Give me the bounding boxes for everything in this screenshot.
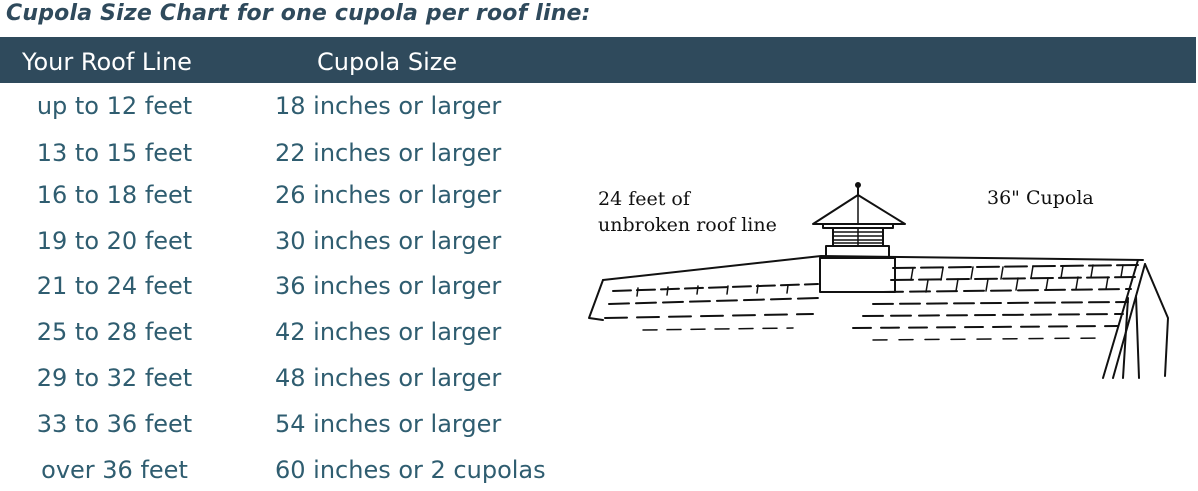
roof-line-cell: 19 to 20 feet <box>36 227 193 255</box>
table-row: 16 to 18 feet 26 inches or larger <box>0 175 580 215</box>
table-row: 19 to 20 feet 30 inches or larger <box>0 221 580 261</box>
cupola-size-cell: 26 inches or larger <box>275 181 502 209</box>
roof-line-cell: 33 to 36 feet <box>36 410 193 438</box>
table-row: 25 to 28 feet 42 inches or larger <box>0 312 580 352</box>
table-row: 21 to 24 feet 36 inches or larger <box>0 266 580 306</box>
cupola-size-cell: 60 inches or 2 cupolas <box>275 456 546 484</box>
header-cupola-size: Cupola Size <box>317 48 458 76</box>
roof-drawing <box>588 182 1169 379</box>
table-row: 33 to 36 feet 54 inches or larger <box>0 404 580 444</box>
cupola-size-cell: 18 inches or larger <box>275 92 502 120</box>
roof-line-cell: over 36 feet <box>41 456 188 484</box>
roof-line-cell: 21 to 24 feet <box>36 272 193 300</box>
roof-line-cell: 16 to 18 feet <box>36 181 193 209</box>
roof-line-cell: 13 to 15 feet <box>36 139 193 167</box>
roof-line-label: 24 feet of unbroken roof line <box>598 188 777 236</box>
roof-line-cell: 25 to 28 feet <box>36 318 193 346</box>
cupola-size-cell: 48 inches or larger <box>275 364 502 392</box>
table-row: 29 to 32 feet 48 inches or larger <box>0 358 580 398</box>
table-header: Your Roof Line Cupola Size <box>0 37 1196 83</box>
roof-cupola-illustration: 24 feet of unbroken roof line 36" Cupola <box>583 168 1173 383</box>
cupola-size-cell: 54 inches or larger <box>275 410 502 438</box>
header-roof-line: Your Roof Line <box>22 48 192 76</box>
table-row: up to 12 feet 18 inches or larger <box>0 86 580 126</box>
cupola-size-cell: 22 inches or larger <box>275 139 502 167</box>
cupola-size-cell: 42 inches or larger <box>275 318 502 346</box>
chart-title: Cupola Size Chart for one cupola per roo… <box>6 1 591 26</box>
table-row: over 36 feet 60 inches or 2 cupolas <box>0 450 580 490</box>
roof-line-cell: 29 to 32 feet <box>36 364 193 392</box>
cupola-label: 36" Cupola <box>987 187 1094 209</box>
roof-line-cell: up to 12 feet <box>36 92 193 120</box>
cupola-size-cell: 30 inches or larger <box>275 227 502 255</box>
cupola-size-cell: 36 inches or larger <box>275 272 502 300</box>
table-row: 13 to 15 feet 22 inches or larger <box>0 133 580 173</box>
